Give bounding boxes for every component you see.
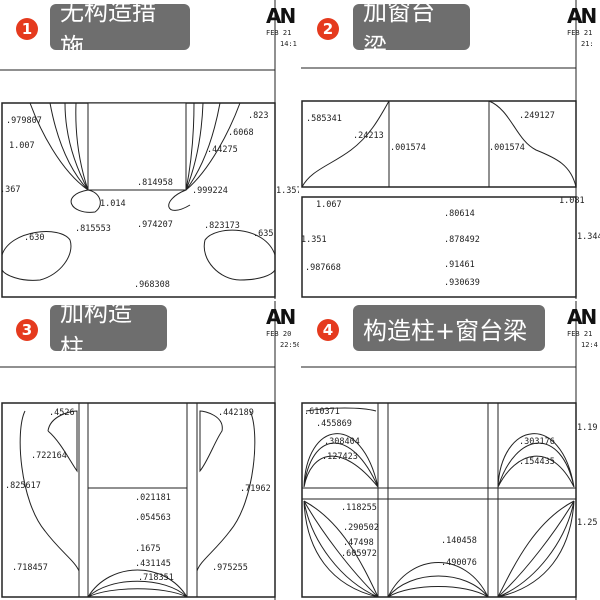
contour-label: 1.19 [577,423,598,433]
contour-label: .249127 [519,111,555,121]
date: FEB 21 [567,29,593,37]
contour-label: 1.081 [559,196,585,206]
contour-label: 1.351 [301,235,327,245]
ansys-logo: AN [567,305,597,329]
contour-label: 1.067 [316,200,342,210]
panel-title: 构造柱+窗台梁 [353,305,545,351]
date: FEB 21 [266,29,292,37]
contour-label: .718351 [138,573,174,583]
panel-title: 加构造柱 [50,301,167,362]
contour-label: .490076 [441,558,477,568]
contour-label: .24213 [353,131,384,141]
contour-label: .4526 [49,408,75,418]
time: 21: [581,40,594,48]
contour-label: .630 [24,233,45,243]
contour-label: .975255 [212,563,248,573]
contour-label: .605972 [341,549,377,559]
contour-label: .999224 [192,186,228,196]
contour-label: 1.357 [276,186,299,196]
contour-label: .455869 [316,419,352,429]
contour-plot [0,301,276,600]
contour-label: .930639 [444,278,480,288]
date-stamp: FEB 20 22:50 [266,329,299,351]
contour-plot [0,0,276,299]
time: 12:4 [581,341,598,349]
date-stamp: FEB 21 21: [567,28,594,50]
contour-label: .6068 [228,128,254,138]
contour-plot [301,301,577,600]
contour-label: .021181 [135,493,171,503]
date-stamp: FEB 21 12:4 [567,329,598,351]
date-stamp: FEB 21 14:1 [266,28,297,50]
contour-label: .367 [0,185,21,195]
contour-label: .001574 [489,143,525,153]
ansys-logo: AN [266,4,296,28]
contour-label: .987668 [305,263,341,273]
contour-label: .054563 [135,513,171,523]
contour-label: .635 [253,229,274,239]
contour-label: 1.344 [577,232,600,242]
contour-label: .91461 [444,260,475,270]
contour-label: .44275 [207,145,238,155]
contour-label: 1.25 [577,518,598,528]
contour-label: .718457 [12,563,48,573]
contour-label: .431145 [135,559,171,569]
contour-label: .825617 [5,481,41,491]
contour-label: .71962 [240,484,271,494]
contour-label: .585341 [306,114,342,124]
time: 22:50 [280,341,299,349]
panel-1-no-measures: 1 无构造措施 AN FEB 21 14:1 .979807 1.007 .823… [0,0,299,299]
contour-label: .140458 [441,536,477,546]
contour-label: .127423 [322,452,358,462]
contour-label: .974207 [137,220,173,230]
panel-title: 无构造措施 [50,0,190,61]
number-badge: 3 [16,319,38,341]
contour-label: .47498 [343,538,374,548]
contour-label: .878492 [444,235,480,245]
contour-label: .303176 [519,437,555,447]
contour-label: .118255 [341,503,377,513]
panel-title: 加窗台梁 [353,0,470,61]
date: FEB 20 [266,330,292,338]
date: FEB 21 [567,330,593,338]
ansys-logo: AN [567,4,597,28]
contour-plot [301,0,577,299]
contour-label: .610371 [304,407,340,417]
contour-label: 1.014 [100,199,126,209]
contour-label: .968308 [134,280,170,290]
contour-label: .001574 [390,143,426,153]
number-badge: 2 [317,18,339,40]
contour-label: .308404 [324,437,360,447]
contour-label: .1675 [135,544,161,554]
ansys-logo: AN [266,305,296,329]
contour-label: .823173 [204,221,240,231]
contour-label: .722164 [31,451,67,461]
number-badge: 1 [16,18,38,40]
contour-label: .823 [248,111,269,121]
panel-3-constructional-columns: 3 加构造柱 AN FEB 20 22:50 .4526 .442189 .722… [0,301,299,600]
contour-label: 1.007 [9,141,35,151]
panel-2-sill-beam: 2 加窗台梁 AN FEB 21 21: .585341 .24213 .0015… [301,0,600,299]
contour-label: .80614 [444,209,475,219]
contour-label: .814958 [137,178,173,188]
contour-label: .979807 [6,116,42,126]
time: 14:1 [280,40,297,48]
contour-label: .290502 [343,523,379,533]
contour-label: .815553 [75,224,111,234]
contour-label: .154435 [519,457,555,467]
number-badge: 4 [317,319,339,341]
contour-label: .442189 [218,408,254,418]
